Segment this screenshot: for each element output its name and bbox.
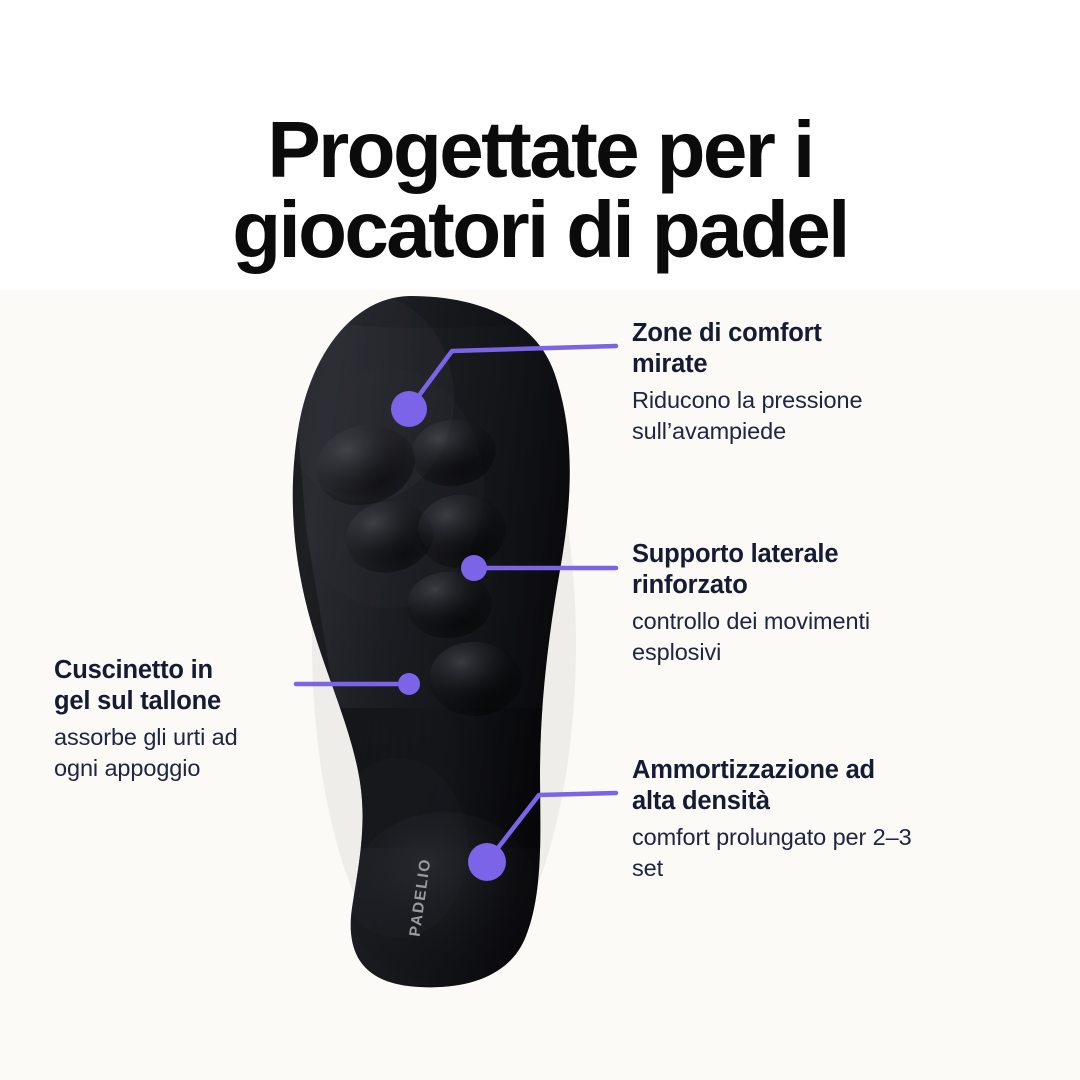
callout-title: Cuscinetto in gel sul tallone [54, 656, 222, 716]
callout-gel-heel: Cuscinetto in gel sul tallone assorbe gl… [54, 655, 304, 784]
callout-description: Riducono la pressione sull’avampiede [632, 387, 863, 445]
header-band: Progettate per i giocatori di padel [0, 0, 1080, 290]
callout-cushioning: Ammortizzazione ad alta densità comfort … [632, 755, 962, 884]
callout-comfort-zones: Zone di comfort mirate Riducono la press… [632, 318, 932, 447]
insole-image: PADELIO [248, 288, 648, 988]
page-title: Progettate per i giocatori di padel [232, 104, 850, 274]
callout-title: Zone di comfort mirate [632, 319, 822, 379]
callout-lateral-support: Supporto laterale rinforzato controllo d… [632, 539, 932, 668]
callout-description: controllo dei movimenti esplosivi [632, 608, 871, 666]
callout-description: comfort prolungato per 2–3 set [632, 824, 912, 882]
callout-title: Ammortizzazione ad alta densità [632, 756, 875, 816]
callout-description: assorbe gli urti ad ogni appoggio [54, 724, 238, 782]
callout-title: Supporto laterale rinforzato [632, 540, 839, 600]
